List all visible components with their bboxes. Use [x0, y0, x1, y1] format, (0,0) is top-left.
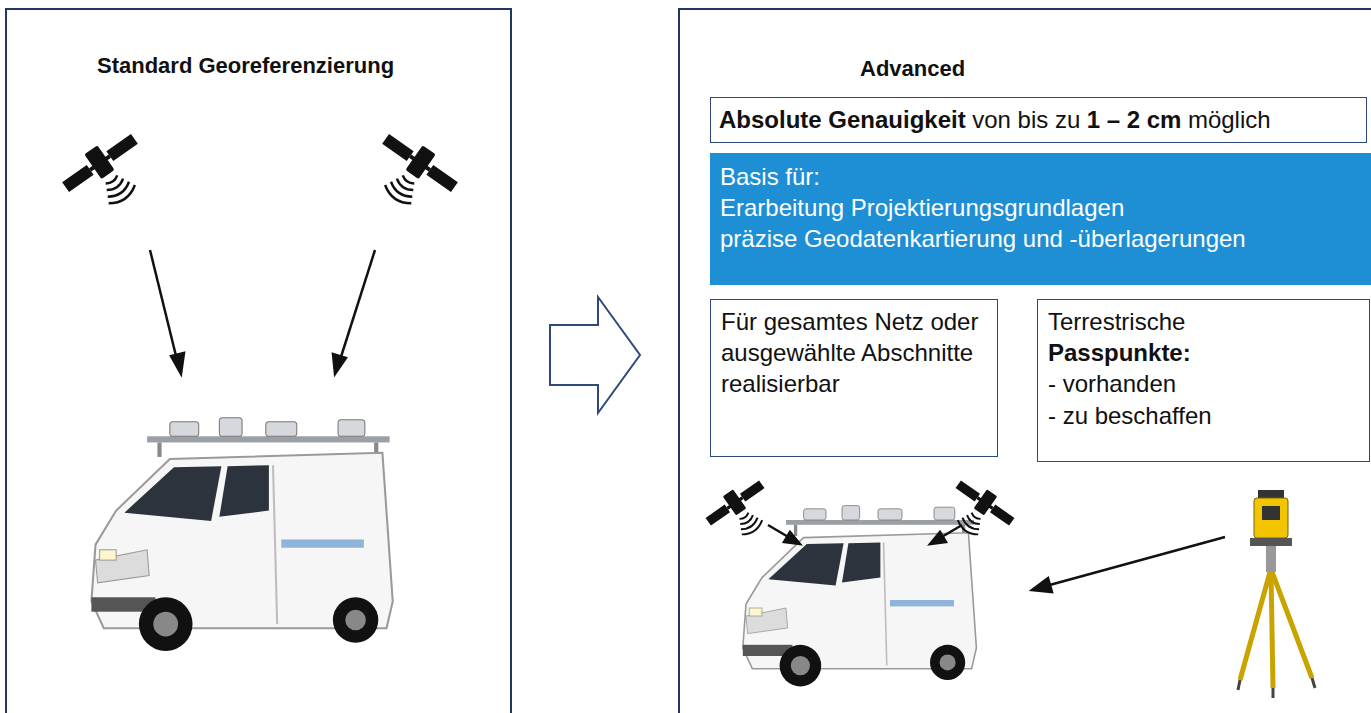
van-photo: [91, 418, 392, 651]
box-text: Terrestrische: [1048, 306, 1359, 337]
box-text: - vorhanden: [1048, 368, 1359, 399]
satellite-icon: [701, 474, 781, 549]
satellite-icon: [361, 126, 464, 223]
satellite-icon: [56, 126, 159, 223]
panel-heading: Advanced: [860, 55, 1368, 84]
control-point-box: TerrestrischePasspunkte:- vorhanden- zu …: [1037, 299, 1370, 462]
signal-arrow: [150, 250, 375, 374]
signal-arrow: [768, 525, 1225, 592]
box-text: möglich: [1188, 106, 1271, 133]
panel-box: AdvancedAbsolute Genauigkeitvon bis zu 1 …: [678, 8, 1371, 713]
van-photo: [743, 506, 977, 687]
panel-box: Standard Georeferenzierung: [5, 8, 512, 713]
panel-heading: Standard Georeferenzierung: [97, 52, 502, 81]
box-text: von bis zu: [972, 106, 1080, 133]
scope-box: Für gesamtes Netz oder ausgewählte Absch…: [710, 299, 998, 457]
accuracy-box: Absolute Genauigkeitvon bis zu 1 – 2 cmmö…: [710, 97, 1367, 143]
satellite-icon: [939, 474, 1019, 549]
basis-band: Basis für:Erarbeitung Projektierungsgrun…: [710, 153, 1371, 285]
box-text: - zu beschaffen: [1048, 400, 1359, 431]
box-text: Erarbeitung Projektierungsgrundlagen: [720, 192, 1363, 223]
box-text: 1 – 2 cm: [1087, 106, 1182, 133]
box-text: Passpunkte:: [1048, 337, 1359, 368]
box-text: Basis für:: [720, 161, 1363, 192]
total-station: [1238, 490, 1315, 698]
box-text: Für gesamtes Netz oder ausgewählte Absch…: [721, 306, 987, 400]
box-text: präzise Geodatenkartierung und -überlage…: [720, 223, 1363, 254]
box-text: Absolute Genauigkeit: [719, 106, 966, 133]
block-arrow: [550, 297, 640, 413]
